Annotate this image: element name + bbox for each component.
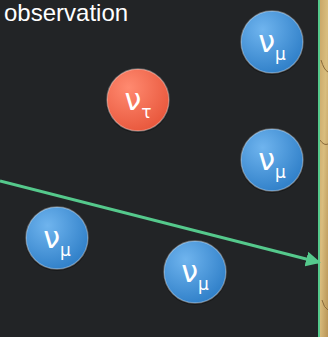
tau-neutrino-circle: ντ: [105, 67, 171, 133]
muon-neutrino-circle: νμ: [24, 205, 90, 271]
symbol-holder: νμ: [162, 239, 228, 305]
neutrino-symbol: ντ: [124, 85, 151, 115]
muon-neutrino-circle: νμ: [162, 239, 228, 305]
rock-texture: [320, 60, 328, 310]
rock-layer: [319, 0, 328, 337]
symbol-holder: ντ: [105, 67, 171, 133]
symbol-holder: νμ: [239, 9, 305, 75]
boundary-line: [318, 0, 320, 337]
neutrino-symbol: νμ: [181, 257, 209, 287]
neutrino-symbol: νμ: [43, 223, 71, 253]
neutrino-symbol: νμ: [258, 27, 286, 57]
muon-neutrino-circle: νμ: [239, 127, 305, 193]
muon-neutrino-circle: νμ: [239, 9, 305, 75]
symbol-holder: νμ: [24, 205, 90, 271]
heading-fragment: observation: [4, 1, 128, 25]
symbol-holder: νμ: [239, 127, 305, 193]
neutrino-symbol: νμ: [258, 145, 286, 175]
